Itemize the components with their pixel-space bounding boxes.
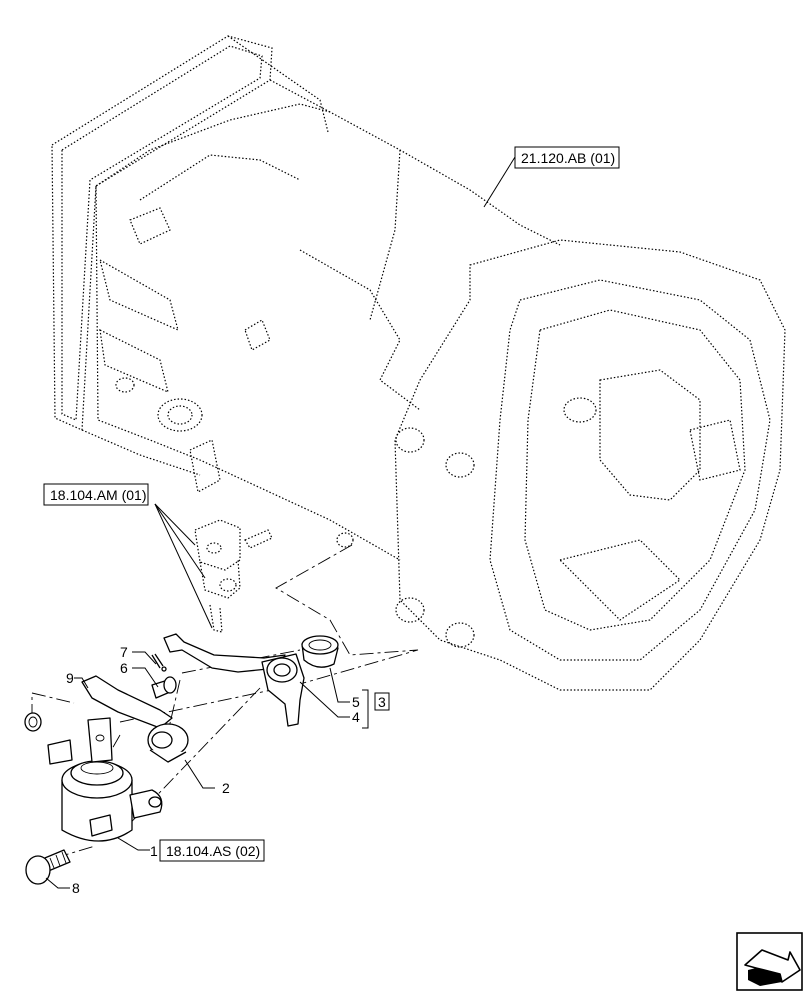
cylinder — [47, 717, 163, 842]
reference-21-120-ab[interactable]: 21.120.AB (01) — [514, 146, 620, 169]
pin — [151, 676, 177, 699]
nut — [24, 712, 42, 732]
callout-5: 5 — [352, 694, 360, 710]
reference-18-104-am[interactable]: 18.104.AM (01) — [43, 483, 149, 506]
link-arm — [81, 675, 189, 763]
callout-3: 3 — [378, 694, 386, 710]
transmission-housing — [51, 35, 786, 691]
callout-8: 8 — [72, 880, 80, 896]
bushing — [301, 635, 339, 668]
leader-lines — [45, 156, 516, 889]
callout-9: 9 — [66, 670, 74, 686]
callouts: 1 2 3 4 5 6 7 8 9 — [66, 644, 390, 896]
reference-label: 18.104.AM (01) — [50, 487, 147, 503]
split-pin — [151, 653, 167, 672]
valve-group — [194, 519, 273, 633]
reference-18-104-as[interactable]: 18.104.AS (02) — [159, 839, 265, 862]
callout-4: 4 — [352, 709, 360, 725]
reference-label: 18.104.AS (02) — [166, 843, 260, 859]
callout-6: 6 — [120, 660, 128, 676]
callout-2: 2 — [222, 780, 230, 796]
callout-1: 1 — [150, 843, 158, 859]
shift-lever — [163, 633, 305, 727]
callout-3-box — [374, 692, 390, 711]
next-page-arrow-icon[interactable] — [736, 932, 803, 991]
callout-7: 7 — [120, 644, 128, 660]
bolt — [25, 849, 71, 885]
reference-label: 21.120.AB (01) — [521, 150, 615, 166]
